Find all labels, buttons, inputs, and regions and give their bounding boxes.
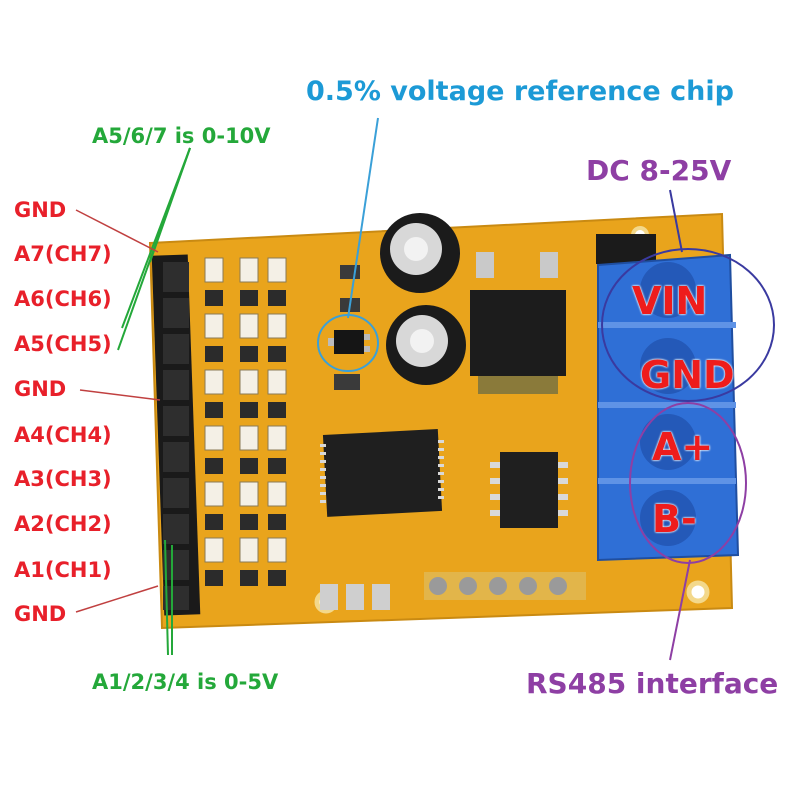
voltage-reference-label: 0.5% voltage reference chip — [306, 76, 734, 107]
terminal-label-gnd: GND — [640, 353, 735, 397]
voltage-regulator — [470, 252, 566, 394]
pin-label-gnd-middle: GND — [14, 377, 67, 401]
voltage-reference-chip — [328, 330, 370, 354]
pin-label-a3: A3(CH3) — [14, 467, 112, 491]
pin-label-a7: A7(CH7) — [14, 242, 112, 266]
range-callout-lines — [117, 147, 191, 656]
reference-callout-line — [347, 117, 379, 319]
a1234-range-label: A1/2/3/4 is 0-5V — [92, 670, 279, 694]
capacitor-top — [380, 213, 460, 293]
terminal-label-a-plus: A+ — [652, 425, 714, 469]
dc-input-label: DC 8-25V — [586, 154, 732, 187]
rs485-callout-line — [669, 559, 691, 661]
pcb-board — [148, 212, 734, 630]
programming-pads — [424, 572, 586, 600]
power-highlight-ellipse — [601, 248, 775, 402]
protection-diode — [596, 234, 656, 264]
dc-callout-line — [669, 189, 683, 253]
terminal-label-b-minus: B- — [652, 497, 697, 541]
capacitor-bottom — [386, 305, 466, 385]
pin-callout-lines — [75, 209, 161, 613]
pin-label-gnd-bottom: GND — [14, 602, 67, 626]
pin-header — [151, 254, 201, 616]
rs485-interface-label: RS485 interface — [526, 667, 779, 700]
pin-label-gnd-top: GND — [14, 198, 67, 222]
pin-label-a1: A1(CH1) — [14, 558, 112, 582]
pin-label-a6: A6(CH6) — [14, 287, 112, 311]
pin-label-a5: A5(CH5) — [14, 332, 112, 356]
main-ic — [320, 429, 444, 517]
mounting-hole — [686, 580, 710, 604]
transceiver-ic — [490, 452, 568, 528]
resistor-array — [204, 257, 287, 586]
pin-label-a2: A2(CH2) — [14, 512, 112, 536]
pin-label-a4: A4(CH4) — [14, 423, 112, 447]
rs485-highlight-ellipse — [629, 402, 747, 564]
terminal-label-vin: VIN — [632, 279, 708, 323]
a567-range-label: A5/6/7 is 0-10V — [92, 124, 271, 148]
address-jumper-pads — [320, 584, 390, 610]
